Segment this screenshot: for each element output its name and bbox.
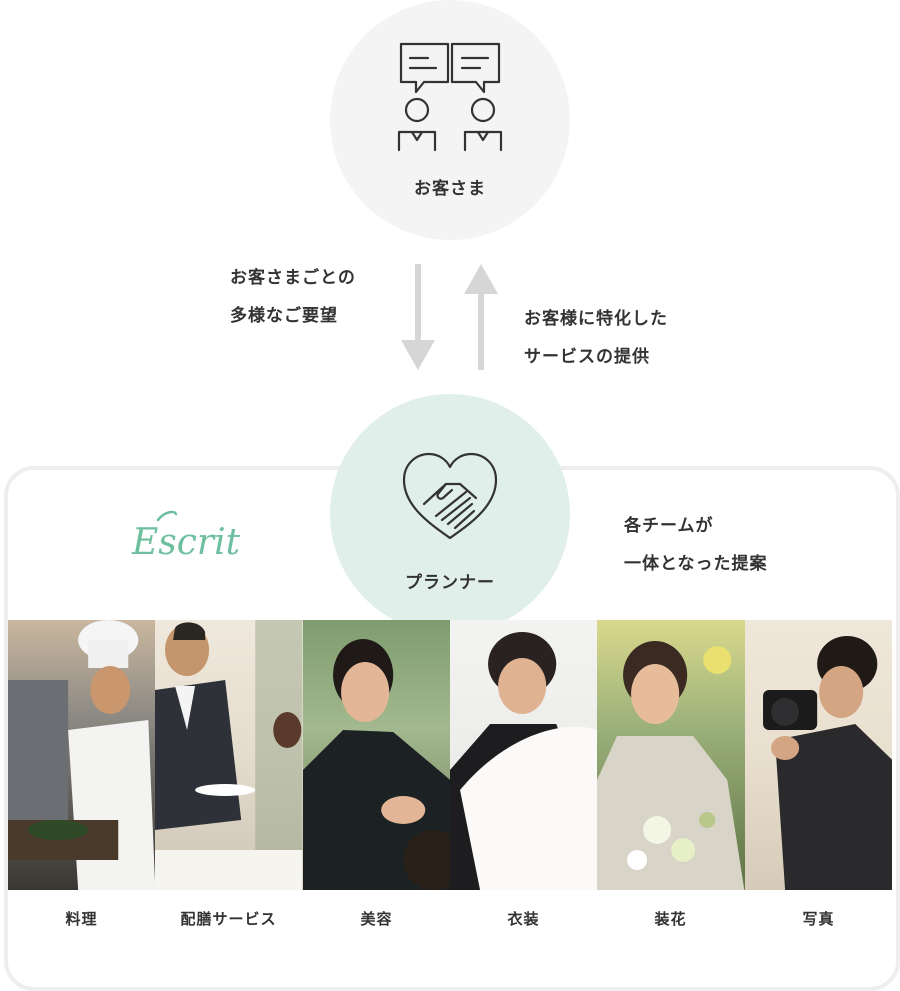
service-caption: お客様に特化した サービスの提供	[524, 300, 668, 376]
photographer-photo	[744, 620, 892, 890]
photographer-figure	[762, 636, 892, 890]
chef-photo	[8, 620, 156, 890]
arrow-down-icon	[401, 264, 435, 370]
team-caption-line2: 一体となった提案	[624, 554, 768, 574]
handshake-heart-icon	[402, 452, 498, 540]
service-caption-line2: サービスの提供	[524, 347, 650, 367]
team-label-photography: 写真	[802, 910, 835, 928]
conversation-icon	[397, 42, 503, 152]
chef-figure	[8, 620, 156, 890]
costume-photo	[449, 620, 598, 890]
customer-label: お客さま	[414, 179, 486, 199]
request-caption-line2: 多様なご要望	[230, 306, 338, 326]
florist-photo	[597, 620, 745, 890]
escrit-logo-text: Escrit	[131, 522, 241, 563]
waiter-figure	[155, 620, 303, 890]
request-caption-line1: お客さまごとの	[230, 268, 356, 288]
arrow-up-icon	[464, 264, 498, 370]
team-caption: 各チームが 一体となった提案	[624, 507, 768, 583]
customer-circle: お客さま	[330, 0, 570, 240]
team-label-cooking: 料理	[65, 910, 98, 928]
planner-label: プランナー	[405, 573, 495, 593]
service-caption-line1: お客様に特化した	[524, 309, 668, 329]
team-caption-line1: 各チームが	[624, 516, 714, 536]
request-caption: お客さまごとの 多様なご要望	[230, 259, 356, 335]
costume-figure	[449, 632, 598, 890]
team-label-beauty: 美容	[360, 910, 393, 928]
beautician-figure	[302, 639, 450, 890]
planner-circle: プランナー	[330, 394, 570, 634]
beautician-photo	[302, 620, 450, 890]
waiter-photo	[155, 620, 303, 890]
florist-figure	[597, 641, 745, 890]
escrit-logo: Escrit	[130, 506, 250, 566]
team-label-costume: 衣装	[507, 910, 540, 928]
escrit-logo-mark: Escrit	[131, 510, 241, 563]
team-label-flowers: 装花	[654, 910, 687, 928]
team-label-service: 配膳サービス	[180, 910, 277, 928]
team-photo-strip	[8, 620, 892, 890]
